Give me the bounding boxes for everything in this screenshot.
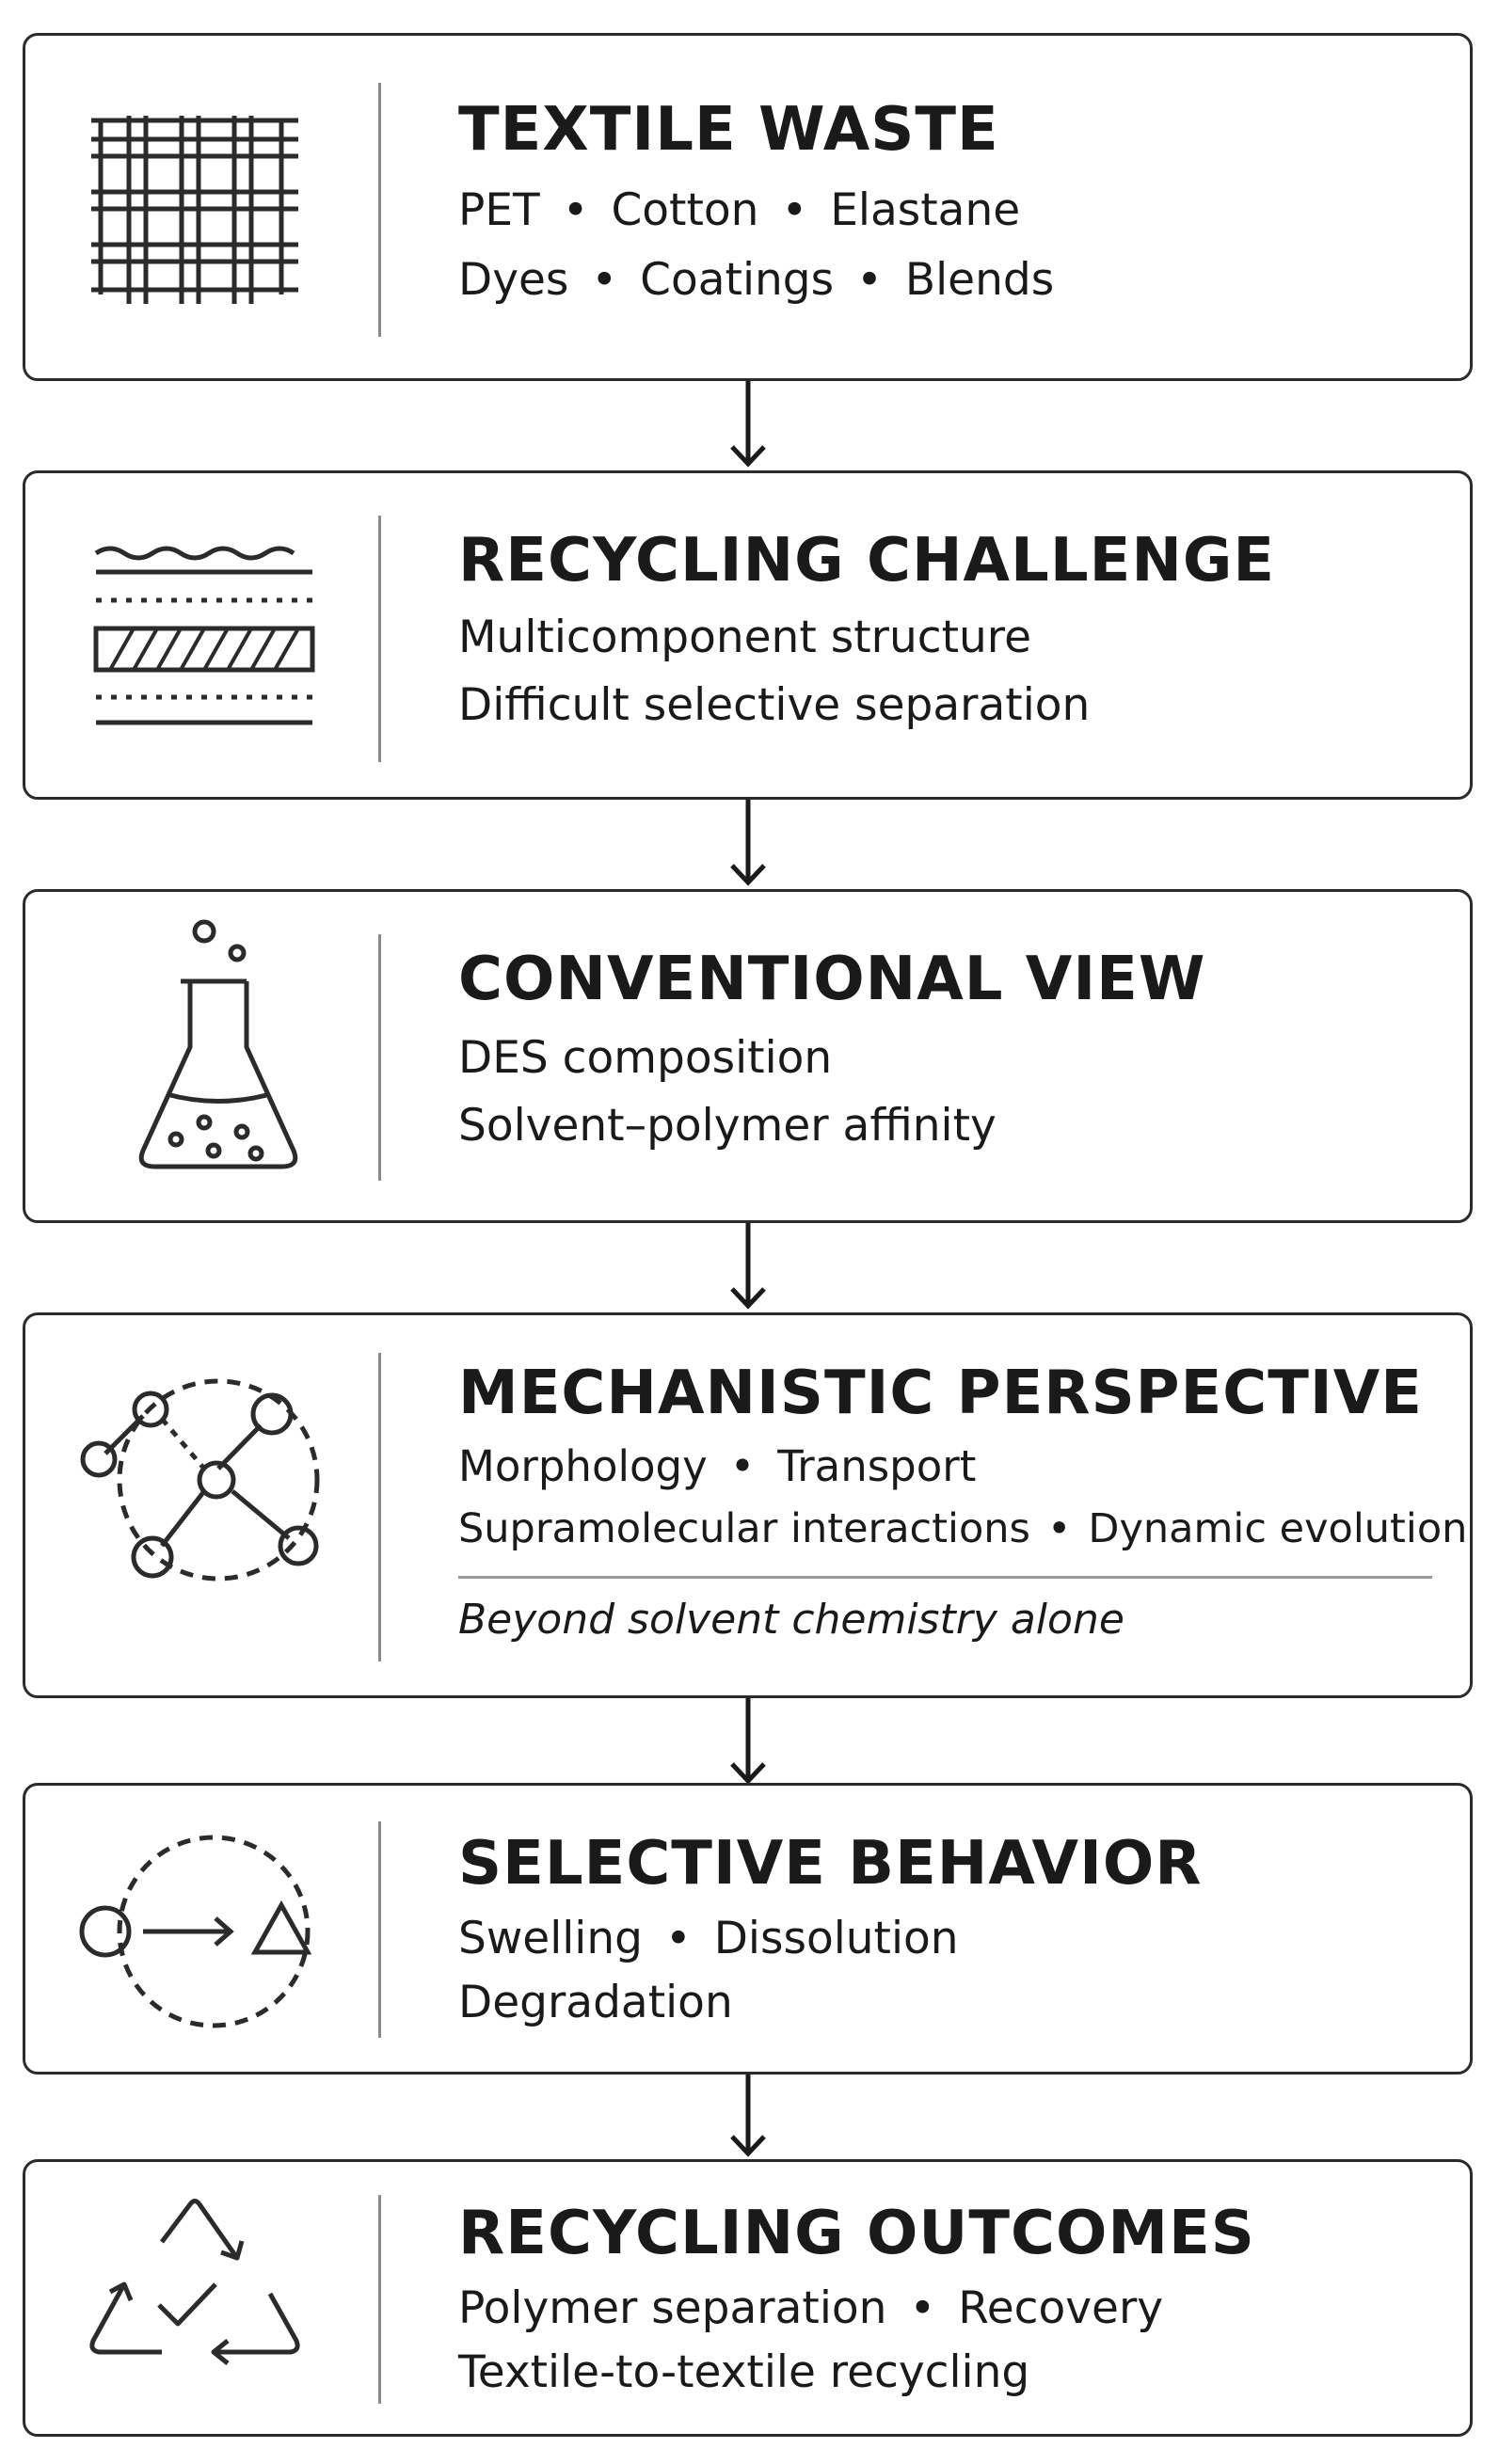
recycling-challenge-box: RECYCLING CHALLENGE Multicomponent struc… — [23, 470, 1473, 800]
down-arrow-icon — [725, 800, 772, 893]
bullet-dot: • — [729, 1441, 756, 1491]
selective-behavior-box: SELECTIVE BEHAVIOR Swelling•Dissolution … — [23, 1783, 1473, 2075]
box-line-1: PET • Cotton • Elastane — [458, 184, 1432, 237]
box-line-1: Multicomponent structure — [458, 612, 1032, 663]
item-morphology: Morphology — [458, 1441, 708, 1491]
item-dynamic-evolution: Dynamic evolution — [1088, 1505, 1468, 1552]
box-divider — [378, 1353, 381, 1661]
box-title: RECYCLING OUTCOMES — [458, 2199, 1255, 2268]
box-line-2: Solvent–polymer affinity — [458, 1100, 997, 1152]
down-arrow-icon — [725, 381, 772, 474]
item-coatings: Coatings — [640, 254, 835, 306]
box-divider — [378, 934, 381, 1181]
bullet-dot: • — [856, 254, 883, 306]
bullet-dot: • — [591, 254, 618, 306]
bullet-dot: • — [562, 184, 589, 236]
recycling-outcomes-box: RECYCLING OUTCOMES Polymer separation • Re… — [23, 2159, 1473, 2437]
item-supramolecular: Supramolecular interactions — [458, 1505, 1030, 1552]
item-dissolution: Dissolution — [713, 1913, 959, 1964]
box-line-2: Difficult selective separation — [458, 679, 1091, 731]
item-cotton: Cotton — [611, 184, 759, 236]
box-line-2: Dyes • Coatings • Blends — [458, 254, 1432, 307]
box-line-1: DES composition — [458, 1032, 833, 1084]
down-arrow-icon — [725, 2075, 772, 2163]
box-line-2: Textile-to-textile recycling — [458, 2346, 1030, 2398]
box-line-2: Supramolecular interactions • Dynamic evol… — [458, 1502, 1467, 1555]
box-title: CONVENTIONAL VIEW — [458, 945, 1206, 1014]
item-transport: Transport — [777, 1441, 977, 1491]
textile-waste-box: TEXTILE WASTE PET • Cotton • Elastane Dyes • C… — [23, 33, 1473, 381]
box-divider — [378, 2195, 381, 2404]
transformation-icon — [72, 1828, 355, 2035]
item-swelling: Swelling — [458, 1913, 643, 1964]
box-divider — [378, 1821, 381, 2038]
item-blends: Blends — [904, 254, 1055, 306]
woven-fabric-icon — [72, 102, 355, 318]
separator-line — [458, 1576, 1432, 1579]
down-arrow-icon — [725, 1223, 772, 1316]
bullet-dot: • — [909, 2282, 936, 2334]
box-title: SELECTIVE BEHAVIOR — [458, 1829, 1203, 1899]
box-title: RECYCLING CHALLENGE — [458, 526, 1276, 596]
box-line-1: Morphology • Transport — [458, 1440, 1432, 1493]
item-elastane: Elastane — [830, 184, 1021, 236]
down-arrow-icon — [725, 1698, 772, 1791]
bullet-dot: • — [781, 184, 808, 236]
bullet-dot: • — [1046, 1505, 1072, 1552]
box-note: Beyond solvent chemistry alone — [458, 1596, 1124, 1644]
bullet-dot: • — [665, 1913, 692, 1964]
box-divider — [378, 516, 381, 762]
mechanistic-perspective-box: MECHANISTIC PERSPECTIVE Morphology • Trans… — [23, 1312, 1473, 1698]
conventional-view-box: CONVENTIONAL VIEW DES composition Solven… — [23, 889, 1473, 1223]
item-dyes: Dyes — [458, 254, 569, 306]
box-divider — [378, 83, 381, 337]
box-title: MECHANISTIC PERSPECTIVE — [458, 1359, 1423, 1428]
box-line-2: Degradation — [458, 1977, 733, 2028]
box-line-1: Swelling • Dissolution — [458, 1913, 1432, 1965]
item-polymer-separation: Polymer separation — [458, 2282, 887, 2334]
item-pet: PET — [458, 184, 540, 236]
layered-material-icon — [72, 539, 355, 737]
item-recovery: Recovery — [958, 2282, 1164, 2334]
network-icon — [72, 1358, 355, 1602]
box-line-1: Polymer separation • Recovery — [458, 2282, 1432, 2335]
flask-icon — [72, 911, 355, 1193]
recycle-check-icon — [72, 2190, 355, 2407]
box-title: TEXTILE WASTE — [458, 95, 999, 165]
